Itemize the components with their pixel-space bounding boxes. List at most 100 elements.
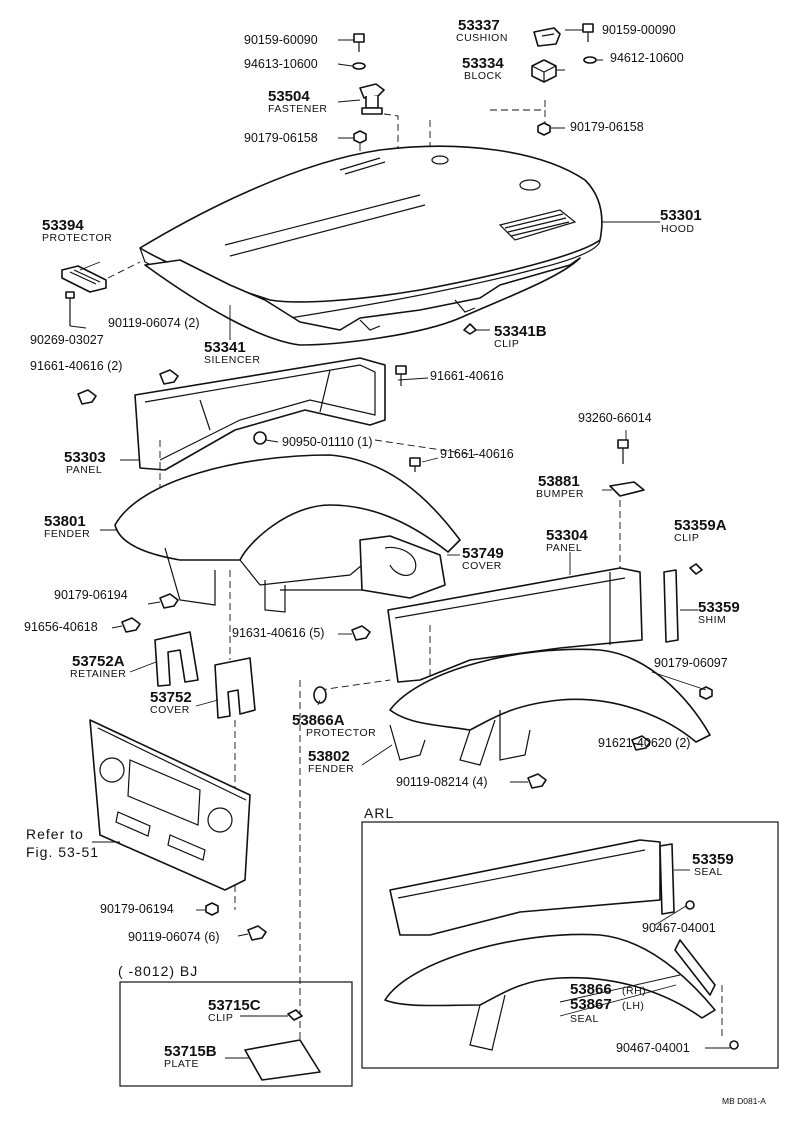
caption-hood: HOOD [661,223,695,235]
fender-53802 [389,648,711,766]
fastener-53504 [359,83,385,115]
cushion-53337 [533,27,561,47]
arl-inset-frame [361,821,779,1069]
fender-53801 [114,454,461,613]
label-91661-40616-2: 91661-40616 (2) [30,359,122,373]
caption-cover-a: COVER [462,560,502,572]
label-53337: 53337 [458,17,500,34]
screw-90269-03027 [65,291,75,326]
nut-90179-06097 [699,686,713,700]
label-53715b: 53715B [164,1043,217,1060]
caption-seal-a: SEAL [694,866,723,878]
label-53801: 53801 [44,513,86,530]
plug-90950-01110 [253,431,267,445]
label-53341: 53341 [204,339,246,356]
caption-clip-a: CLIP [494,338,519,350]
refer-line-2: Fig. 53-51 [26,844,99,860]
caption-retainer: RETAINER [70,668,126,680]
arl-panel [389,839,661,936]
label-90179-06158-b: 90179-06158 [570,120,644,134]
caption-panel-b: PANEL [546,542,582,554]
label-90159-60090: 90159-60090 [244,33,318,47]
caption-fender-b: FENDER [308,763,354,775]
caption-protector-b: PROTECTOR [306,727,376,739]
nut-90179-06158-left [353,130,367,144]
rear-panel [89,719,251,891]
nut-90179-06194-b [205,902,219,916]
caption-seal-b: SEAL [570,1013,599,1025]
label-91661-40616-a: 91661-40616 [430,369,504,383]
label-53866: 53866 [570,981,612,998]
label-53802: 53802 [308,748,350,765]
label-53749: 53749 [462,545,504,562]
bolt-91661-40616-b [409,457,421,472]
bolt-91661-40616-a [395,365,407,386]
seal-53359-arl [659,843,675,915]
bolt-91621-40620 [631,735,651,751]
label-53752a: 53752A [72,653,125,670]
cover-53752 [214,657,256,719]
caption-fastener: FASTENER [268,103,327,115]
bolt-91661-40616-2 [77,389,97,405]
caption-panel-a: PANEL [66,464,102,476]
caption-protector-a: PROTECTOR [42,232,112,244]
caption-block: BLOCK [464,70,502,82]
washer-94612-10600 [583,56,597,64]
label-53359-arl: 53359 [692,851,734,868]
label-91656-40618: 91656-40618 [24,620,98,634]
label-90467-04001-a: 90467-04001 [642,921,716,935]
label-93260-66014: 93260-66014 [578,411,652,425]
bolt-91656-40618 [121,617,141,633]
caption-plate: PLATE [164,1058,199,1070]
caption-silencer: SILENCER [204,354,261,366]
caption-cover-b: COVER [150,704,190,716]
label-53341b: 53341B [494,323,547,340]
bj-header: ( -8012) BJ [118,963,198,979]
bolt-90159-00090 [582,23,594,42]
label-90269-03027: 90269-03027 [30,333,104,347]
bolt-90119-06074-2 [159,369,179,385]
label-53504: 53504 [268,88,310,105]
label-53715c: 53715C [208,997,261,1014]
cover-53749 [359,535,446,599]
bolt-90159-60090 [353,33,365,52]
label-rh: (RH) [622,985,646,997]
bolt-90119-06074-6 [247,925,267,941]
caption-clip-c: CLIP [208,1012,233,1024]
bumper-53881 [609,481,645,497]
nut-90179-06158-right [537,122,551,136]
clip-53359a [689,563,703,575]
label-90119-06074-2: 90119-06074 (2) [108,316,200,330]
label-53867: 53867 [570,996,612,1013]
silencer-53341 [144,257,581,346]
label-90179-06194-a: 90179-06194 [54,588,128,602]
label-53752: 53752 [150,689,192,706]
clip-90467-04001-b [729,1040,739,1050]
label-53359a: 53359A [674,517,727,534]
label-90179-06194-b: 90179-06194 [100,902,174,916]
label-53301: 53301 [660,207,702,224]
label-lh: (LH) [622,1000,644,1012]
panel-53304 [387,567,643,683]
label-53303: 53303 [64,449,106,466]
label-94612-10600: 94612-10600 [610,51,684,65]
plate-53715b [244,1039,321,1081]
label-53359: 53359 [698,599,740,616]
label-90119-08214-4: 90119-08214 (4) [396,775,488,789]
protector-53394 [61,265,107,293]
panel-53303 [134,357,386,471]
labels: 90159-60090 94613-10600 53504 FASTENER 9… [24,17,766,1106]
label-94613-10600: 94613-10600 [244,57,318,71]
label-53866a: 53866A [292,712,345,729]
washer-94613-10600 [352,62,366,70]
clip-90467-04001-a [685,900,695,910]
label-90159-00090: 90159-00090 [602,23,676,37]
seal-53866-53867 [674,939,716,996]
label-53394: 53394 [42,217,84,234]
arl-fender [384,933,716,1051]
block-53334 [531,59,557,83]
bolt-91631-40616 [351,625,371,641]
refer-line-1: Refer to [26,826,84,842]
